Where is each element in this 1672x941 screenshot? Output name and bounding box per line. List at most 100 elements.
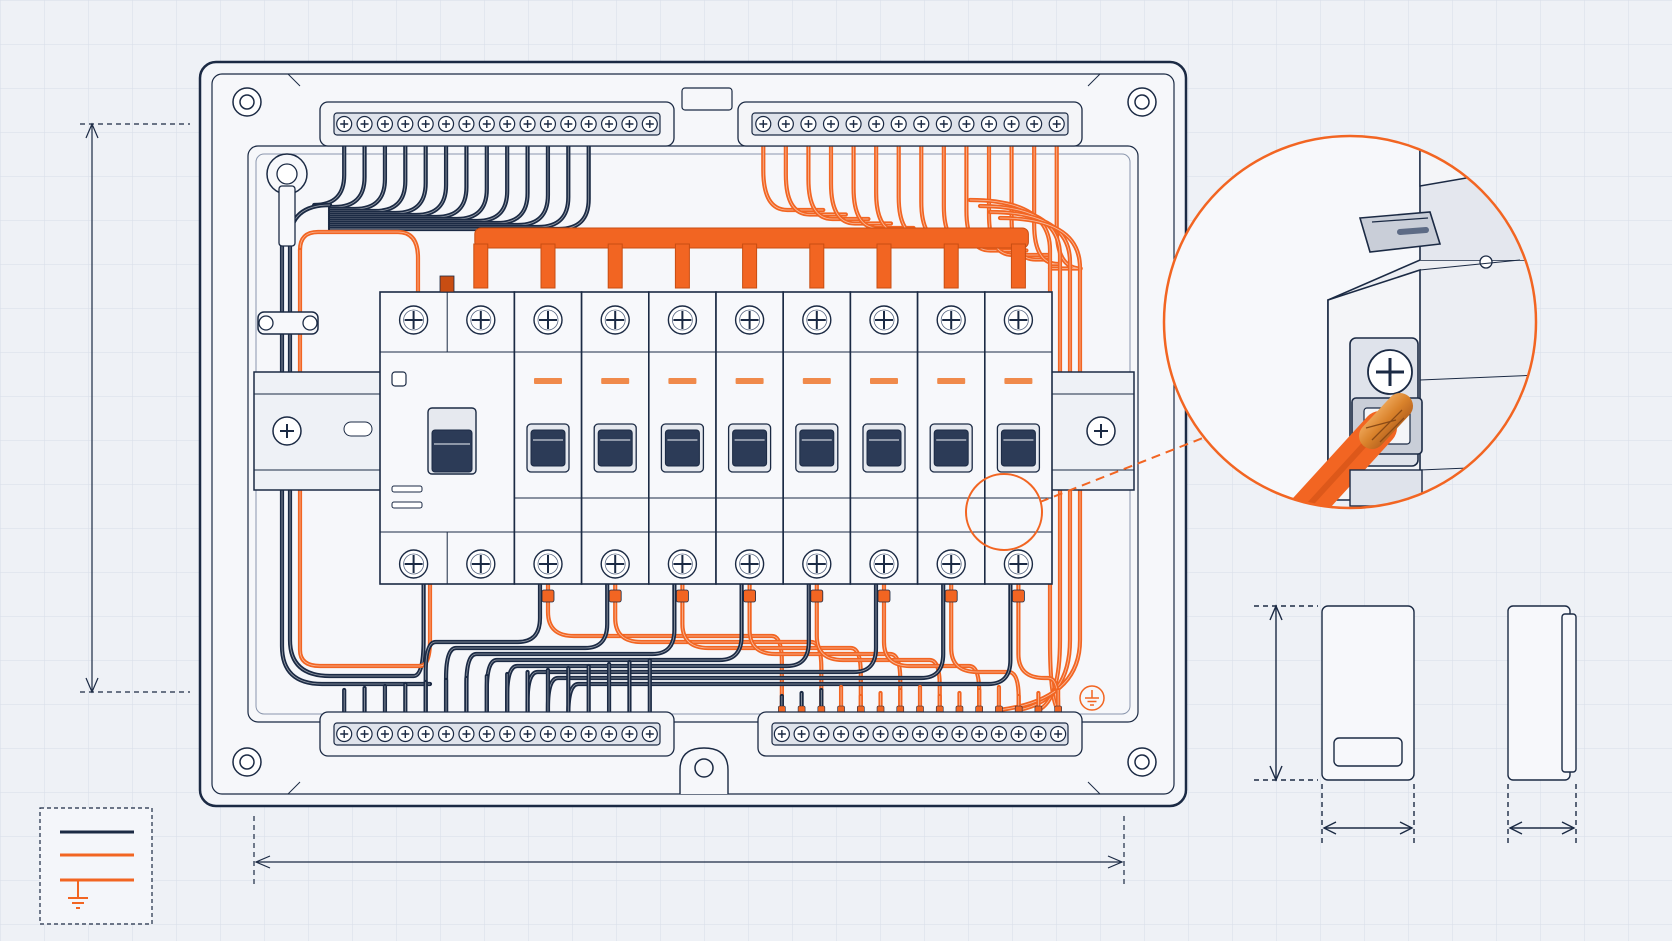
terminal-screw-icon [478, 725, 495, 743]
terminal-screw-icon [466, 549, 496, 579]
terminal-screw-icon [600, 115, 618, 133]
single-pole-breaker [513, 291, 583, 603]
terminal-screw-icon [641, 725, 658, 743]
busbar-pin [540, 243, 556, 289]
busbar-pin [1010, 243, 1026, 289]
corner-screw-icon [1127, 747, 1157, 777]
rail-screw-icon [272, 416, 302, 446]
terminal-screw-icon [356, 725, 373, 743]
detail-highlight-ring [965, 473, 1043, 551]
breaker-front-elevation [1254, 604, 1415, 844]
terminal-screw-icon [872, 725, 889, 743]
top-notch [681, 87, 733, 111]
test-button [391, 371, 407, 387]
terminal-screw-icon [560, 725, 577, 743]
terminal-screw-icon [397, 725, 414, 743]
live-bar-top [737, 101, 1083, 147]
terminal-screw-icon [951, 725, 968, 743]
terminal-screw-icon [892, 725, 909, 743]
earth-ground-symbol [1079, 685, 1105, 711]
terminal-screw-icon [936, 305, 966, 335]
toggle-lever [1000, 429, 1036, 467]
terminal-screw-icon [980, 115, 998, 133]
output-ferrule [676, 589, 689, 603]
terminal-screw-icon [641, 115, 658, 133]
terminal-screw-icon [802, 305, 832, 335]
wiring [279, 121, 1083, 737]
terminal-screw-icon [734, 549, 765, 579]
terminal-screw-icon [1030, 725, 1047, 743]
terminal-screw-icon [913, 115, 930, 133]
bottom-entry-lug [679, 747, 729, 794]
terminal-screw-icon [802, 549, 832, 579]
busbar-comb [473, 227, 1029, 289]
terminal-screw-icon [600, 549, 630, 579]
double-pole-switch [379, 275, 516, 585]
live-bar-bottom [757, 711, 1083, 757]
trip-indicator [937, 378, 966, 384]
neutral-bar-bottom [319, 711, 675, 757]
busbar-pin [809, 243, 825, 289]
width-dimension [253, 816, 1125, 888]
height-dimension [80, 122, 190, 694]
cable-gland-icon [266, 153, 308, 247]
toggle-lever [799, 429, 835, 467]
magnified-terminal-with-copper-conductor [1162, 134, 1538, 510]
terminal-screw-icon [560, 115, 577, 133]
toggle-lever [597, 429, 633, 467]
terminal-screw-icon [621, 115, 638, 133]
terminal-screw-icon [417, 725, 434, 743]
rail-screw-icon [1086, 416, 1116, 446]
single-pole-breaker [647, 291, 717, 603]
terminal-screw-icon [417, 115, 434, 133]
terminal-screw-icon [398, 549, 429, 579]
output-ferrule [810, 589, 824, 603]
terminal-screw-icon [777, 115, 794, 133]
corner-screw-icon [1127, 87, 1157, 117]
terminal-screw-icon [911, 725, 929, 743]
terminal-screw-icon [336, 115, 353, 133]
terminal-screw-icon [519, 725, 536, 743]
busbar-pin [876, 243, 892, 289]
terminal-screw-icon [1048, 115, 1065, 133]
output-ferrule [743, 589, 756, 603]
terminal-bars [319, 101, 1083, 757]
earth-symbol [68, 880, 88, 909]
terminal-screw-icon [533, 305, 563, 335]
single-pole-breaker [849, 291, 919, 603]
output-ferrule [608, 589, 622, 603]
terminal-screw-icon [1010, 725, 1027, 743]
terminal-screw-icon [990, 725, 1008, 743]
toggle-lever [866, 429, 902, 467]
terminal-screw-icon [539, 725, 557, 743]
single-pole-breaker [580, 291, 650, 603]
terminal-screw-icon [1050, 725, 1067, 743]
terminal-screw-icon [621, 725, 638, 743]
wire-legend [39, 807, 153, 925]
toggle-lever [732, 429, 768, 467]
terminal-screw-icon [437, 725, 455, 743]
trip-indicator [802, 378, 831, 384]
output-ferrule [877, 589, 891, 603]
terminal-screw-icon [852, 725, 869, 743]
terminal-screw-icon [437, 115, 455, 133]
terminal-screw-icon [958, 115, 975, 133]
terminal-screw-icon [667, 305, 698, 335]
terminal-screw-icon [1003, 305, 1034, 335]
terminal-screw-icon [667, 549, 698, 579]
terminal-screw-icon [336, 725, 353, 743]
terminal-screw-icon [580, 115, 597, 133]
terminal-screw-icon [499, 725, 516, 743]
trip-indicator [870, 378, 898, 384]
neutral-bar-top [319, 101, 675, 147]
terminal-screw-icon [356, 115, 373, 133]
terminal-screw-icon [478, 115, 495, 133]
breaker-side-elevation [1507, 605, 1577, 844]
terminal-screw-icon [499, 115, 516, 133]
output-ferrule [944, 589, 958, 603]
terminal-screw-icon [397, 115, 414, 133]
terminal-screw-icon [519, 115, 536, 133]
terminal-screw-icon [800, 115, 817, 133]
toggle-lever [664, 429, 700, 467]
